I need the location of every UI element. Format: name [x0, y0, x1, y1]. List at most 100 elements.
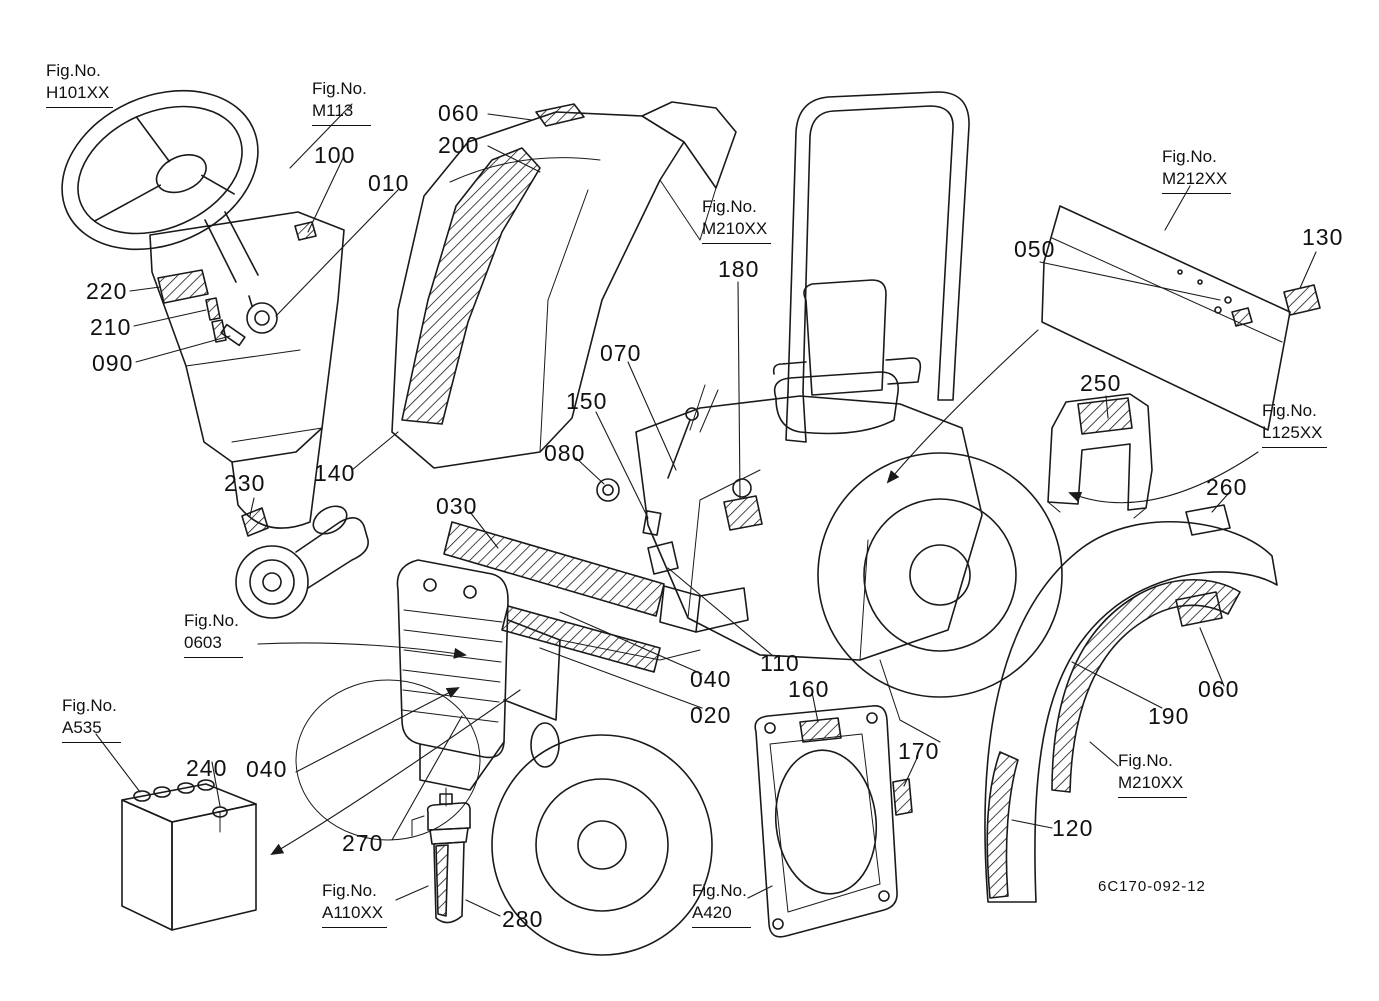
callout-190: 190	[1148, 703, 1190, 729]
figref-prefix: Fig.No.	[322, 881, 377, 900]
callout-060-hood-top: 060	[438, 100, 480, 126]
callout-130: 130	[1302, 224, 1344, 250]
callout-200: 200	[438, 132, 480, 158]
callout-280: 280	[502, 906, 544, 932]
callout-220: 220	[86, 278, 128, 304]
callout-210: 210	[90, 314, 132, 340]
decal-230	[241, 507, 269, 537]
figref-prefix: Fig.No.	[692, 881, 747, 900]
battery	[121, 779, 257, 931]
part-110	[647, 541, 679, 575]
callout-250: 250	[1080, 370, 1122, 396]
decal-060-top	[535, 103, 585, 127]
lever-070	[667, 419, 691, 479]
battery-terminal	[133, 790, 151, 802]
figref-code: L125XX	[1262, 423, 1323, 443]
front-wheel	[491, 734, 713, 956]
figref-a420: Fig.No. A420	[692, 880, 751, 929]
decal-210b	[211, 319, 227, 343]
callout-240: 240	[186, 755, 228, 781]
key-switch	[246, 302, 278, 334]
figref-m212xx: Fig.No. M212XX	[1162, 146, 1232, 195]
lever-090	[220, 323, 246, 347]
decal-040-020	[501, 605, 661, 673]
callout-040-left: 040	[246, 756, 288, 782]
callout-110: 110	[760, 650, 800, 676]
figref-0603: Fig.No. 0603	[184, 610, 243, 659]
callout-100: 100	[314, 142, 356, 168]
callout-230: 230	[224, 470, 266, 496]
callout-180: 180	[718, 256, 760, 282]
figref-h101xx: Fig.No. H101XX	[46, 60, 114, 109]
figref-prefix: Fig.No.	[46, 61, 101, 80]
decal-180	[723, 495, 763, 531]
decal-220	[157, 269, 209, 304]
decal-160	[799, 717, 842, 743]
rops-bar	[785, 91, 970, 443]
figref-code: M210XX	[1118, 773, 1184, 793]
figref-code: A535	[62, 718, 102, 738]
figref-a110xx: Fig.No. A110XX	[322, 880, 388, 929]
decal-120	[986, 751, 1019, 899]
callout-080: 080	[544, 440, 586, 466]
front-body	[295, 521, 701, 841]
decal-170	[892, 778, 913, 816]
figref-code: A110XX	[322, 903, 384, 923]
figref-prefix: Fig.No.	[1162, 147, 1217, 166]
fuel-filter	[411, 787, 471, 924]
callout-170: 170	[898, 738, 940, 764]
callout-040-mid: 040	[690, 666, 732, 692]
figref-prefix: Fig.No.	[1262, 401, 1317, 420]
figref-prefix: Fig.No.	[62, 696, 117, 715]
dash-console	[149, 211, 345, 529]
front-grille	[396, 559, 509, 759]
radiator-screen	[754, 704, 913, 938]
side-panel-m212xx	[1041, 205, 1291, 431]
right-fender	[984, 504, 1278, 903]
figref-l125xx: Fig.No. L125XX	[1262, 400, 1327, 449]
callout-120: 120	[1052, 815, 1094, 841]
callout-070: 070	[600, 340, 642, 366]
figref-code: H101XX	[46, 83, 110, 103]
decal-210a	[205, 297, 221, 321]
callout-020: 020	[690, 702, 732, 728]
callout-010: 010	[368, 170, 410, 196]
figref-m210xx-bottom: Fig.No. M210XX	[1118, 750, 1188, 799]
steering-wheel	[61, 89, 259, 283]
callout-050: 050	[1014, 236, 1056, 262]
drawing-number: 6C170-092-12	[1098, 878, 1206, 895]
figref-prefix: Fig.No.	[184, 611, 239, 630]
figref-m113: Fig.No. M113	[312, 78, 371, 127]
figref-code: M212XX	[1162, 169, 1228, 189]
callout-140: 140	[314, 460, 356, 486]
decal-060-right	[1175, 591, 1223, 627]
figref-code: M113	[312, 101, 354, 121]
decal-130	[1283, 284, 1321, 316]
cap-080	[596, 478, 620, 502]
seat	[772, 279, 922, 435]
callout-030: 030	[436, 493, 478, 519]
part-260	[1185, 504, 1231, 536]
callout-090: 090	[92, 350, 134, 376]
figref-prefix: Fig.No.	[1118, 751, 1173, 770]
callout-060-fender: 060	[1198, 676, 1240, 702]
part-100	[294, 221, 317, 241]
part-150	[642, 510, 662, 536]
rear-wheel	[817, 452, 1063, 698]
bracket-250	[1047, 393, 1153, 519]
decal-030	[443, 521, 665, 617]
figref-m210xx-top: Fig.No. M210XX	[702, 196, 772, 245]
starter-motor	[235, 505, 369, 619]
decal-190	[1051, 579, 1241, 793]
figref-prefix: Fig.No.	[312, 79, 367, 98]
hood-assembly	[391, 101, 737, 469]
figref-a535: Fig.No. A535	[62, 695, 121, 744]
callout-260: 260	[1206, 474, 1248, 500]
callout-270: 270	[342, 830, 384, 856]
figref-code: A420	[692, 903, 732, 923]
rear-platform	[596, 384, 983, 743]
figref-code: 0603	[184, 633, 222, 653]
assembly-arrows	[257, 329, 1259, 856]
